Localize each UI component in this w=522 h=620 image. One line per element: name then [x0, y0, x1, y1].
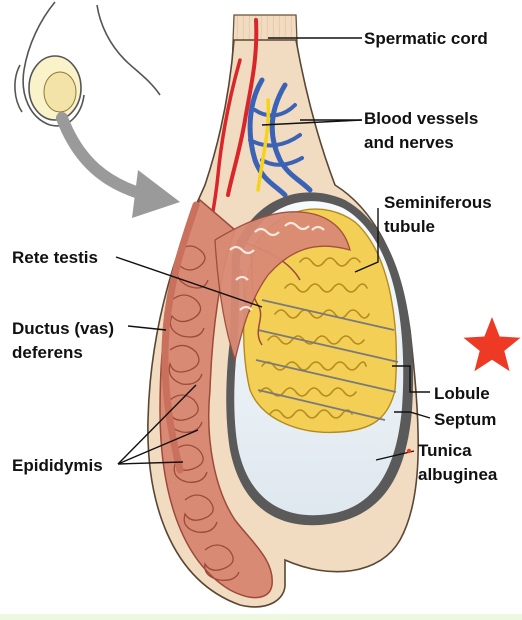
label-tunica-line1: Tunica [418, 441, 472, 460]
label-septum: Septum [434, 410, 497, 429]
epididymis-body [159, 198, 273, 599]
inset-scrotum-sketch [14, 1, 161, 127]
label-blood-vessels-line1: Blood vessels [364, 109, 479, 128]
label-epididymis: Epididymis [12, 456, 103, 475]
label-ductus-line1: Ductus (vas) [12, 319, 115, 338]
label-blood-vessels-line2: and nerves [364, 133, 454, 152]
footer-band [0, 614, 522, 620]
label-seminiferous-line2: tubule [384, 217, 435, 236]
red-star-icon [463, 317, 521, 372]
label-tunica-line2: albuginea [418, 465, 498, 484]
label-seminiferous-line1: Seminiferous [384, 193, 492, 212]
label-lobule: Lobule [434, 384, 490, 403]
label-rete-testis: Rete testis [12, 248, 98, 267]
gray-curved-arrow-icon [56, 112, 180, 218]
testis [214, 192, 414, 526]
label-spermatic-cord: Spermatic cord [364, 29, 488, 48]
label-ductus-line2: deferens [12, 343, 83, 362]
leader-lines [115, 37, 431, 465]
